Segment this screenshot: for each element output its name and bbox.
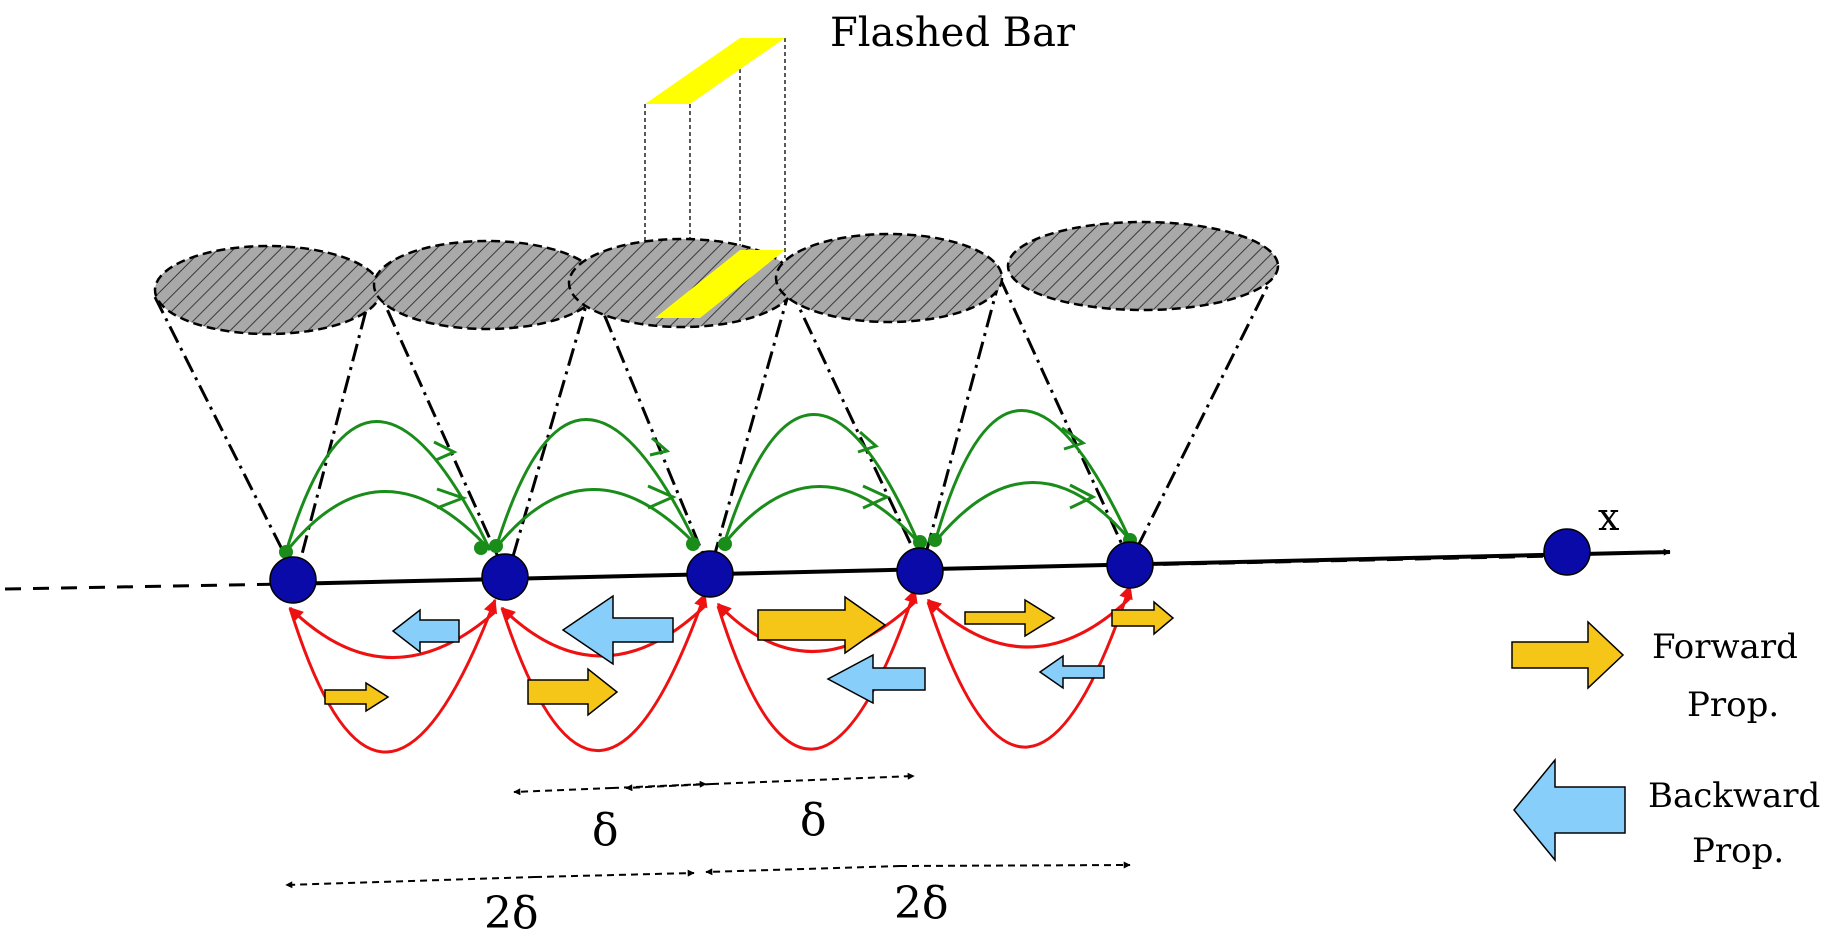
receptive-field-2 — [372, 239, 602, 331]
flashed-bar-projection — [655, 250, 785, 318]
two-delta-label-right: 2δ — [894, 878, 948, 929]
legend-forward-sublabel: Prop. — [1687, 685, 1779, 725]
node-1 — [269, 556, 317, 604]
legend: Forward Prop. Backward Prop. — [1511, 620, 1820, 871]
axis-dash-left — [4, 582, 286, 591]
backward-arrows — [391, 594, 1105, 705]
node-4 — [896, 547, 944, 595]
forward-arrow-2 — [527, 667, 619, 717]
forward-arrow-3 — [757, 595, 887, 655]
node-5 — [1106, 541, 1154, 589]
receptive-fields — [153, 220, 1280, 336]
backward-arrow-3 — [826, 653, 926, 705]
forward-arrow-4 — [964, 598, 1056, 638]
backward-arrow-4 — [1038, 654, 1105, 690]
legend-backward-label: Backward — [1648, 776, 1820, 816]
nodes — [269, 528, 1591, 604]
backward-arrow-2 — [561, 594, 674, 666]
node-2 — [481, 553, 529, 601]
node-3 — [686, 550, 734, 598]
forward-arrows — [324, 595, 1175, 717]
forward-arrow-5 — [1111, 600, 1175, 636]
legend-forward-label: Forward — [1652, 627, 1798, 667]
excitatory-arcs — [284, 409, 1132, 553]
flashed-bar-label: Flashed Bar — [830, 10, 1076, 56]
flashed-bar — [645, 38, 785, 104]
receptive-field-4 — [774, 232, 1004, 324]
excitatory-synapses — [279, 533, 1137, 559]
legend-forward-icon — [1511, 620, 1625, 690]
delta-label-left: δ — [592, 805, 619, 856]
legend-backward-sublabel: Prop. — [1692, 831, 1784, 871]
axis-label: x — [1598, 495, 1619, 539]
receptive-field-5 — [1006, 220, 1280, 312]
forward-arrow-1 — [324, 681, 390, 713]
node-6 — [1543, 528, 1591, 576]
distance-arrows — [285, 772, 1131, 889]
delta-label-right: δ — [800, 795, 827, 846]
backward-arrow-1 — [391, 608, 460, 654]
legend-backward-icon — [1513, 757, 1626, 863]
two-delta-label-left: 2δ — [484, 888, 538, 936]
inhibitory-arcs — [288, 584, 1133, 754]
receptive-field-1 — [153, 244, 383, 336]
